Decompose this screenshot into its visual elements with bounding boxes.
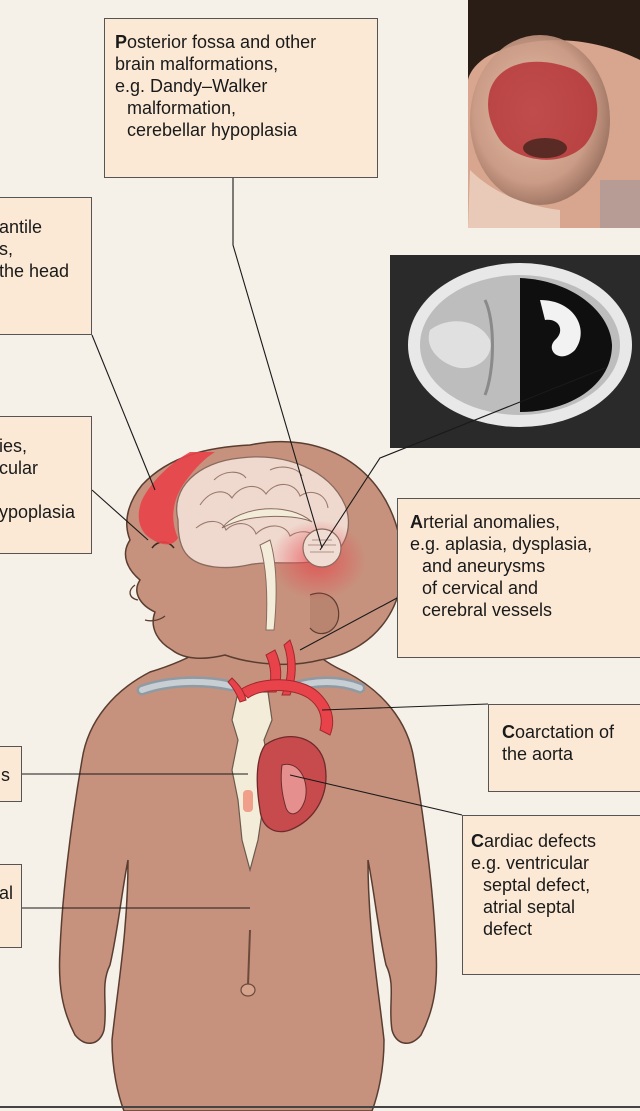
callout-initial: C <box>471 831 484 851</box>
brainstem <box>259 539 277 631</box>
arterial-vessels <box>227 639 334 736</box>
leader-eye <box>91 489 149 541</box>
callout-sternal: s <box>0 746 22 802</box>
leader-cardiac <box>289 774 463 816</box>
callout-umbilical: al <box>0 864 22 948</box>
mouth <box>144 615 166 622</box>
umbilicus <box>240 983 256 997</box>
infant-body <box>58 440 438 1111</box>
heart-ventricle <box>280 763 307 815</box>
umbilical-cleft <box>247 929 251 986</box>
facial-hemangioma <box>138 452 215 545</box>
sternum <box>231 691 273 873</box>
cerebellum-folia <box>308 539 336 553</box>
callout-posterior-fossa: Posterior fossa and other brain malforma… <box>104 18 378 178</box>
leader-hemangioma <box>91 334 156 491</box>
nose <box>129 584 139 601</box>
callout-eye: ies, cular ypoplasia <box>0 416 92 554</box>
mri-scan <box>390 255 640 448</box>
callout-hemangioma: antile s, the head <box>0 197 92 335</box>
callout-coarctation: Coarctation of the aorta <box>488 704 640 792</box>
sternal-defect <box>243 790 253 812</box>
leader-lines <box>22 178 606 909</box>
clinical-photo <box>468 0 640 228</box>
leader-posterior-fossa <box>232 178 323 549</box>
callout-initial: A <box>410 512 423 532</box>
callout-initial: P <box>115 32 128 52</box>
bottom-divider <box>0 1106 640 1108</box>
leader-mri <box>319 367 606 551</box>
leader-arterial <box>299 597 398 651</box>
leader-coarctation <box>321 703 489 711</box>
callout-cardiac: Cardiac defects e.g. ventricular septal … <box>462 815 640 975</box>
callout-initial: C <box>502 722 515 742</box>
callout-arterial: Arterial anomalies, e.g. aplasia, dyspla… <box>397 498 640 658</box>
